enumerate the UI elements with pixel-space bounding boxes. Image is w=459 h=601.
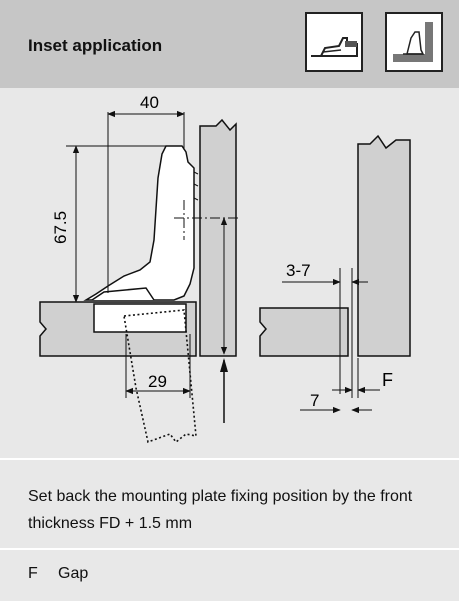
header-title: Inset application [28, 36, 163, 55]
right-side-wall [357, 134, 411, 357]
dimension-front: 7 [300, 391, 372, 414]
dimension-setback: 3-7 [282, 261, 368, 398]
header: Inset application [0, 0, 459, 88]
divider-top [0, 458, 459, 460]
hinge-arm [83, 145, 199, 301]
divider-bottom [0, 548, 459, 550]
right-front-panel [259, 307, 349, 357]
center-lines [174, 200, 238, 423]
cabinet-corner-icon [385, 12, 443, 72]
dimension-plate: 29 [125, 334, 191, 398]
legend-row: F Gap [28, 565, 88, 583]
dimension-width: 40 [107, 93, 185, 293]
hinge-diagram: 40 67.5 29 [0, 88, 459, 458]
dimension-gap-label: F [382, 370, 393, 390]
dimension-height-label: 67.5 [51, 211, 70, 244]
mounting-plate [93, 303, 187, 333]
dimension-gap: F [332, 358, 393, 398]
dimension-setback-label: 3-7 [286, 261, 311, 280]
hinge-side-view-icon [305, 12, 363, 72]
drill-hole-outline [123, 309, 197, 444]
dimension-front-label: 7 [310, 391, 319, 410]
dimension-height: 67.5 [51, 145, 170, 303]
cabinet-side-wall [199, 118, 237, 357]
legend-value: Gap [58, 565, 89, 582]
dimension-plate-label: 29 [148, 372, 167, 391]
instruction-note: Set back the mounting plate fixing posit… [28, 488, 413, 532]
dimension-width-label: 40 [140, 93, 159, 112]
legend-key: F [28, 565, 38, 582]
